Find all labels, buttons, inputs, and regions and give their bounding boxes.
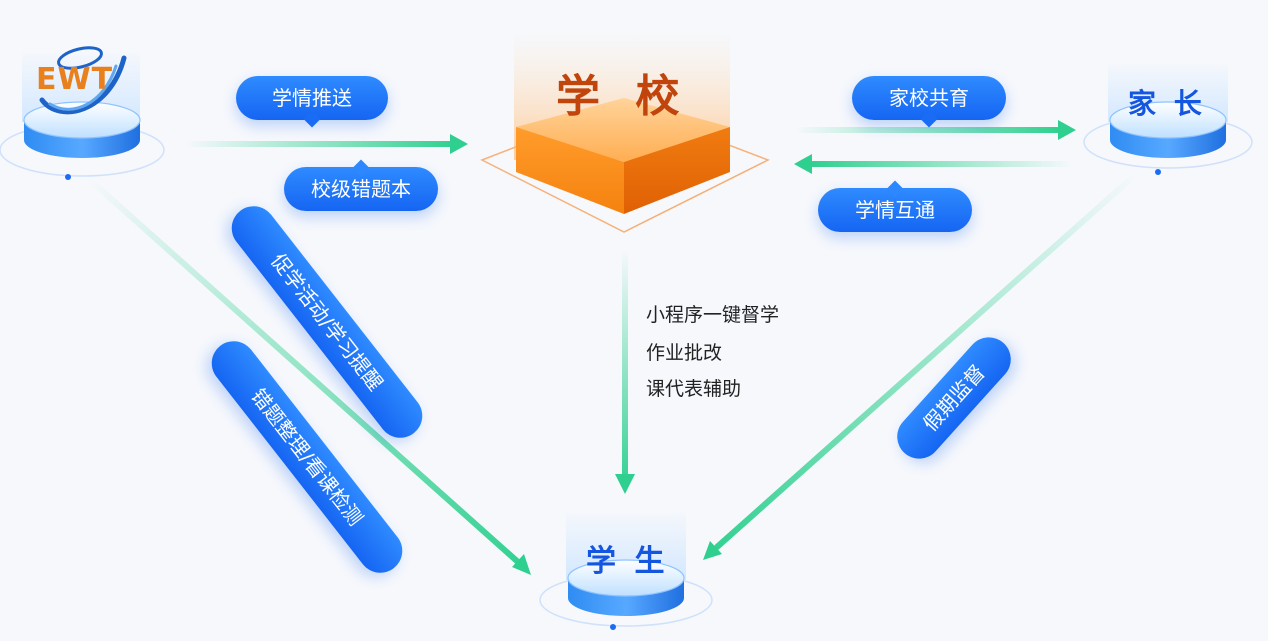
pill-xiaoji-cuotiben: 校级错题本 <box>284 159 438 211</box>
pill-label: 学情互通 <box>855 198 935 222</box>
note-miniapp-supervise: 小程序一键督学 <box>646 304 780 326</box>
arrow-ewt-to-school <box>185 134 468 154</box>
school-label: 学 校 <box>556 71 690 122</box>
pill-jiaxiao-gongyu: 家校共育 <box>852 76 1006 128</box>
note-class-rep-assist: 课代表辅助 <box>646 378 742 400</box>
student-label: 学 生 <box>586 544 669 579</box>
node-student <box>539 510 713 630</box>
ewt-logo-swoosh <box>39 46 127 115</box>
parent-label: 家 长 <box>1128 87 1206 120</box>
arrow-school-to-parent <box>795 120 1076 140</box>
pill-label: 家校共育 <box>889 86 969 110</box>
pill-label: 校级错题本 <box>311 177 411 201</box>
node-parent <box>1083 62 1253 175</box>
arrow-school-to-student <box>615 250 635 494</box>
ewt-logo-text: EWT <box>36 62 114 97</box>
pill-xueqing-tuisong: 学情推送 <box>236 76 388 128</box>
arrow-parent-to-student <box>703 172 1138 560</box>
node-school <box>480 30 770 233</box>
arrow-ewt-to-student <box>87 177 531 575</box>
arrow-parent-to-school <box>794 154 1072 174</box>
pill-label: 学情推送 <box>272 86 352 110</box>
note-homework-grading: 作业批改 <box>646 342 723 364</box>
pill-xueqing-hutong: 学情互通 <box>818 180 972 232</box>
